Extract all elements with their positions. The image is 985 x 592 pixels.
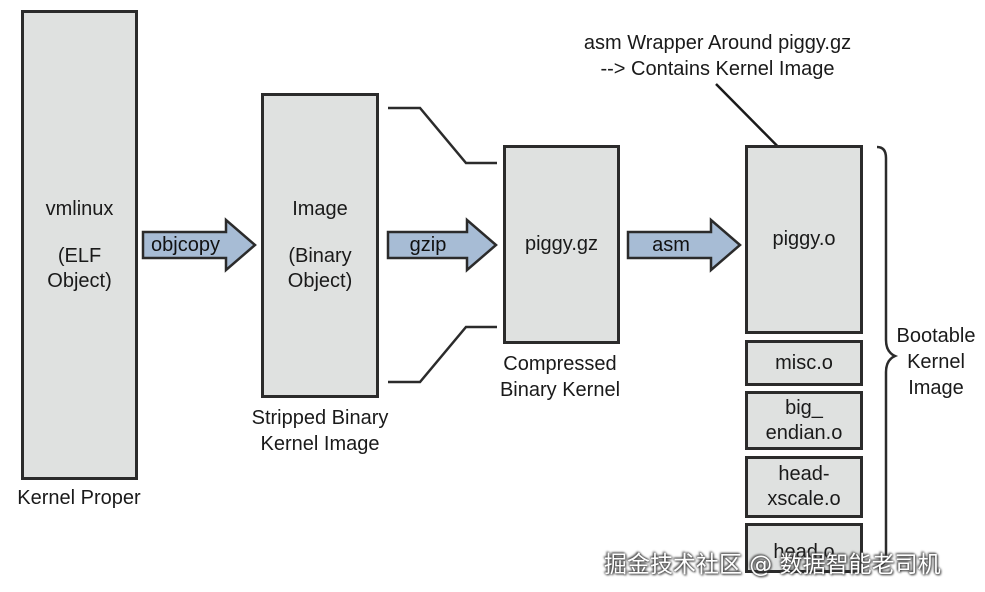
wrapper-line1: asm Wrapper Around piggy.gz [583, 32, 852, 54]
piggy-o-title: piggy.o [772, 228, 836, 250]
vmlinux-title: vmlinux [45, 197, 114, 220]
asm-arrow [626, 217, 742, 273]
big-endian-box: big_ endian.o [745, 391, 863, 450]
bootable-brace [876, 145, 899, 568]
head-xscale-line1: head- [778, 463, 830, 485]
image-box: Image (Binary Object) [261, 93, 379, 398]
compress-bottom-line [388, 325, 497, 384]
wrapper-line2: --> Contains Kernel Image [600, 58, 835, 80]
vmlinux-sub1: (ELF [57, 244, 102, 267]
piggy-gz-box: piggy.gz [503, 145, 620, 344]
head-xscale-line2: xscale.o [767, 488, 841, 510]
bootable-line1: Bootable [896, 325, 976, 347]
piggy-gz-title: piggy.gz [524, 233, 598, 255]
piggy-o-box: piggy.o [745, 145, 863, 334]
stripped-binary-caption: Stripped Binary Kernel Image [230, 405, 410, 457]
image-title: Image [292, 198, 348, 220]
vmlinux-sub2: Object) [47, 269, 112, 292]
big-endian-line2: endian.o [765, 421, 843, 444]
bootable-line2: Kernel [907, 351, 965, 373]
head-o-box: head.o [745, 523, 863, 573]
gzip-label: gzip [409, 234, 447, 256]
vmlinux-box: vmlinux (ELF Object) [21, 10, 138, 480]
objcopy-arrow [141, 217, 257, 273]
bootable-line3: Image [908, 377, 964, 399]
image-sub2: Object) [287, 270, 353, 292]
asm-wrapper-callout: asm Wrapper Around piggy.gz --> Contains… [560, 30, 875, 82]
image-sub1: (Binary [288, 245, 352, 267]
misc-o-box: misc.o [745, 340, 863, 386]
kernel-proper-caption: Kernel Proper [17, 487, 141, 509]
stripped-line1: Stripped Binary [251, 407, 389, 429]
compressed-line1: Compressed [503, 353, 617, 375]
compressed-binary-caption: Compressed Binary Kernel [480, 351, 640, 403]
head-o-title: head.o [773, 541, 835, 563]
objcopy-label: objcopy [151, 234, 220, 256]
compress-top-line [388, 106, 497, 165]
asm-label: asm [652, 234, 690, 256]
watermark: 掘金技术社区 @ 数据智能老司机 [604, 552, 941, 578]
big-endian-line1: big_ [785, 396, 823, 419]
gzip-arrow [386, 217, 498, 273]
head-xscale-box: head- xscale.o [745, 456, 863, 518]
stripped-line2: Kernel Image [260, 433, 380, 455]
compressed-line2: Binary Kernel [499, 379, 621, 401]
bootable-kernel-caption: Bootable Kernel Image [888, 323, 984, 401]
misc-o-title: misc.o [775, 351, 833, 374]
